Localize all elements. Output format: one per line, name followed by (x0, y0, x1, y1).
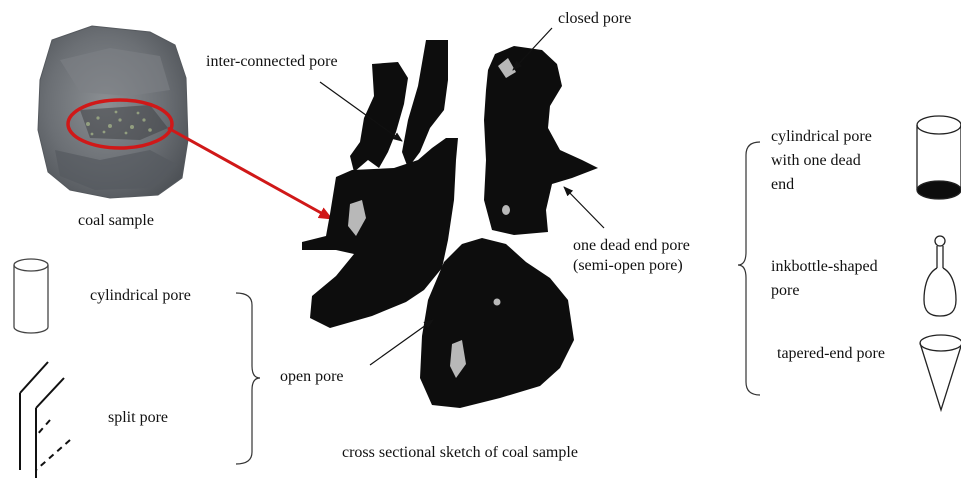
label-cylindrical-pore: cylindrical pore (90, 286, 191, 305)
label-cyl-dead-end-line1: cylindrical pore (771, 127, 872, 146)
label-dead-end-line1: one dead end pore (573, 236, 690, 255)
label-inter-connected-pore: inter-connected pore (206, 52, 338, 71)
coal-sample-photo (38, 26, 188, 198)
red-pointer-arrow (168, 128, 332, 219)
label-cross-section-caption: cross sectional sketch of coal sample (342, 443, 578, 462)
right-brace (738, 142, 760, 395)
label-split-pore: split pore (108, 408, 168, 427)
arrow-dead-end (564, 187, 604, 228)
label-inkbottle-line1: inkbottle-shaped (771, 257, 878, 276)
label-cyl-dead-end-line3: end (771, 175, 794, 194)
label-dead-end-line2: (semi-open pore) (573, 256, 683, 275)
inkbottle-icon (924, 236, 956, 316)
label-tapered-end-pore: tapered-end pore (777, 344, 885, 363)
cross-section-sketch (302, 40, 598, 408)
cylinder-dead-end-icon (917, 116, 961, 199)
label-inkbottle-line2: pore (771, 281, 799, 300)
label-coal-sample: coal sample (78, 211, 154, 230)
label-closed-pore: closed pore (558, 9, 631, 28)
split-pore-icon (20, 362, 70, 478)
left-brace (236, 293, 260, 464)
label-open-pore: open pore (280, 367, 344, 386)
cylinder-icon (14, 259, 48, 333)
label-cyl-dead-end-line2: with one dead (771, 151, 861, 170)
cone-icon (920, 335, 961, 410)
